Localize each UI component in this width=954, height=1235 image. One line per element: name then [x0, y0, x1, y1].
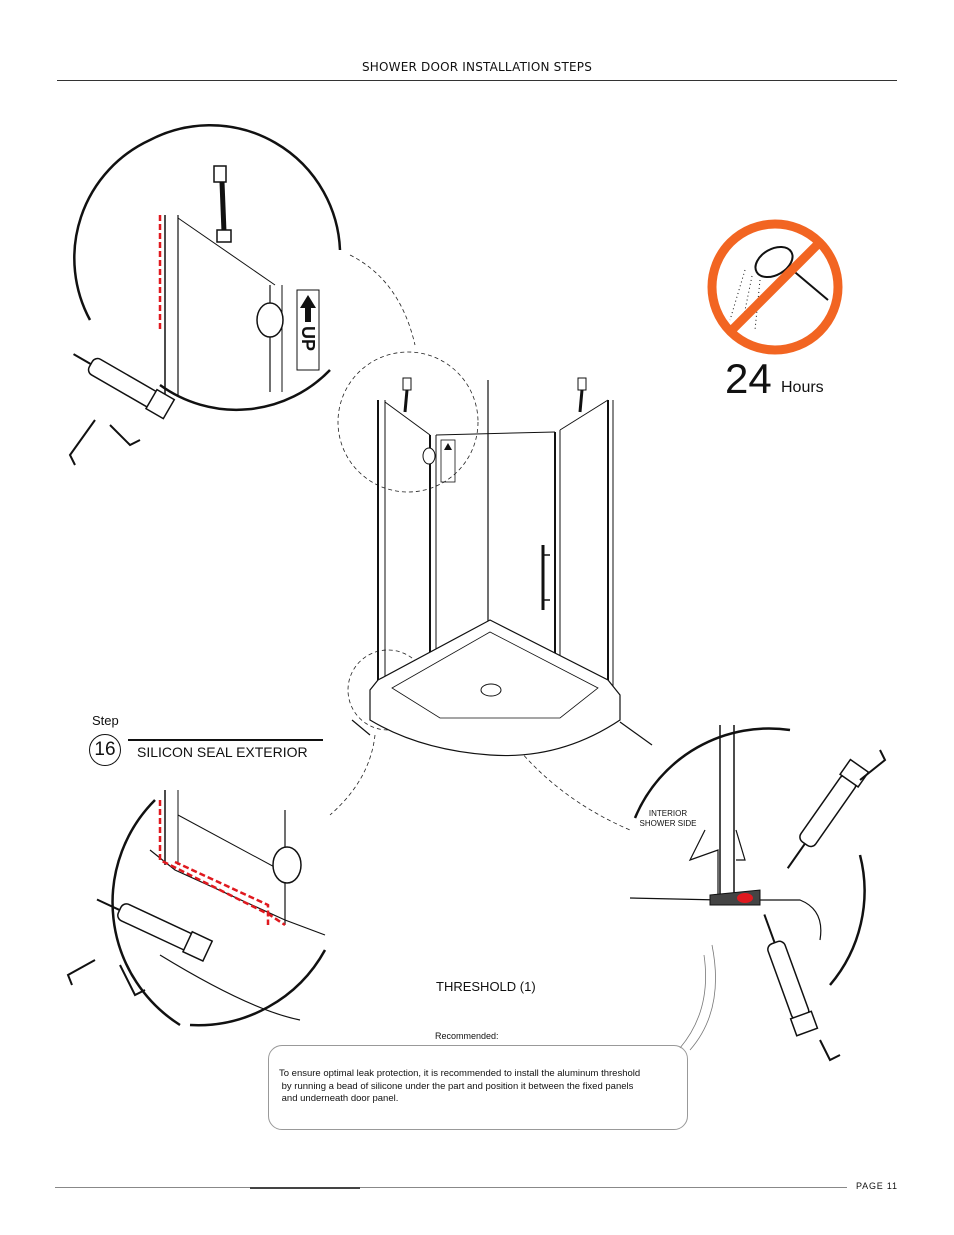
no-shower-icon — [707, 219, 843, 355]
up-label: UP — [298, 326, 318, 351]
zoom-bottom-right: INTERIOR SHOWER SIDE — [629, 725, 887, 1062]
cure-time-value: 24 — [725, 355, 772, 402]
note-line: and underneath door panel. — [279, 1093, 399, 1104]
footer-divider-accent — [250, 1187, 360, 1189]
note-line: To ensure optimal leak protection, it is… — [279, 1068, 641, 1079]
header-divider — [57, 80, 897, 81]
zoom-bottom-left — [66, 790, 327, 1027]
step-number-badge: 16 — [89, 734, 121, 766]
shower-enclosure — [351, 377, 653, 757]
page-header-title: SHOWER DOOR INSTALLATION STEPS — [361, 60, 593, 74]
note-line: by running a bead of silicone under the … — [279, 1080, 634, 1092]
footer-divider — [55, 1187, 847, 1188]
cure-time-unit: Hours — [781, 379, 824, 396]
threshold-label: THRESHOLD (1) — [436, 979, 536, 994]
step-divider — [128, 739, 323, 741]
page-number: PAGE 11 — [856, 1181, 898, 1191]
note-box — [268, 1045, 688, 1130]
note-heading: Recommended: — [435, 1031, 499, 1041]
step-title: SILICON SEAL EXTERIOR — [137, 744, 308, 760]
step-label: Step — [92, 713, 119, 728]
note-text: To ensure optimal leak protection, it is… — [279, 1068, 689, 1106]
interior-label-line2: SHOWER SIDE — [640, 819, 697, 828]
zoom-top-left: UP — [68, 124, 342, 466]
interior-label-line1: INTERIOR — [649, 809, 687, 818]
